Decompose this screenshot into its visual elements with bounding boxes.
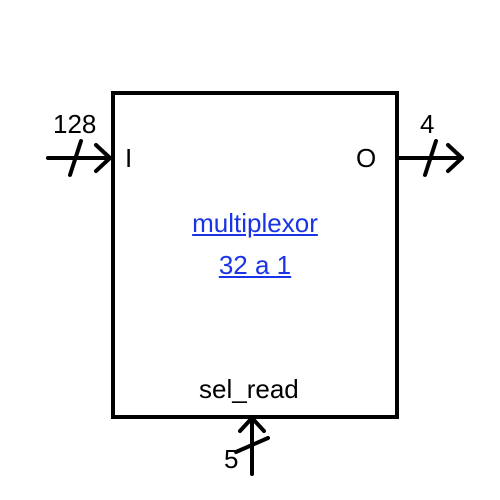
output-bus-width: 4 (420, 109, 435, 139)
input-port-label: I (125, 143, 133, 173)
input-arrowhead (94, 143, 112, 173)
output-port-label: O (356, 143, 377, 173)
input-bus-width: 128 (53, 109, 97, 139)
select-bus-slash (234, 436, 270, 454)
output-arrowhead (446, 143, 464, 173)
select-port-label: sel_read (199, 374, 299, 404)
block-subtitle-link[interactable]: 32 a 1 (218, 250, 292, 280)
output-bus-slash (423, 139, 438, 177)
select-bus-width: 5 (224, 444, 239, 474)
block-title-link[interactable]: multiplexor (192, 208, 318, 238)
multiplexer-block (111, 91, 399, 419)
input-bus-slash (68, 139, 83, 177)
